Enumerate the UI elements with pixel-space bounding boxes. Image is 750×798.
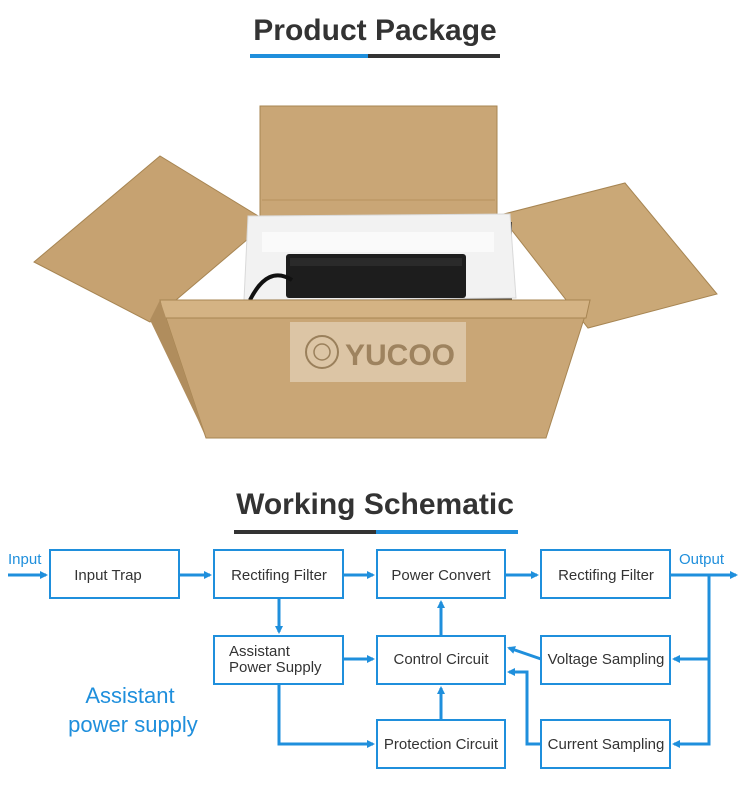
label-input-trap: Input Trap [74, 567, 142, 584]
arrow-assistant-to-protection [277, 684, 375, 748]
input-label: Input [8, 551, 42, 568]
label-rectifing-filter-1: Rectifing Filter [231, 567, 327, 584]
output-label: Output [679, 551, 725, 568]
side-note-line1: Assistant [85, 683, 174, 708]
title-underline-dark [368, 54, 500, 58]
brand-logo-icon [305, 335, 339, 369]
label-assistant-line1: Assistant [229, 643, 291, 660]
product-package-title: Product Package [253, 14, 497, 47]
title2-underline-dark [234, 530, 376, 534]
block-protection-circuit [376, 719, 506, 769]
block-input-trap [49, 549, 180, 599]
block-assistant-power-supply [213, 635, 344, 685]
side-note-line2: power supply [68, 712, 198, 737]
label-protection-circuit: Protection Circuit [384, 736, 499, 753]
arrow-voltage-to-control [507, 646, 542, 661]
label-assistant-line2: Power Supply [229, 659, 322, 676]
arrow-output-to-voltage [672, 575, 711, 663]
block-rectifing-filter-2 [540, 549, 671, 599]
brand-watermark: YUCOO [345, 339, 455, 372]
block-power-convert [376, 549, 506, 599]
title-underline-accent [250, 54, 368, 58]
label-current-sampling: Current Sampling [548, 736, 665, 753]
working-schematic-title: Working Schematic [236, 488, 514, 521]
title2-underline-accent [376, 530, 518, 534]
label-voltage-sampling: Voltage Sampling [548, 651, 665, 668]
label-power-convert: Power Convert [391, 567, 491, 584]
arrow-current-to-control [507, 668, 541, 746]
label-control-circuit: Control Circuit [393, 651, 489, 668]
product-box-photo: YUCOO [33, 105, 718, 439]
label-rectifing-filter-2: Rectifing Filter [558, 567, 654, 584]
arrow-output-to-current [672, 659, 711, 748]
block-voltage-sampling [540, 635, 671, 685]
block-control-circuit [376, 635, 506, 685]
